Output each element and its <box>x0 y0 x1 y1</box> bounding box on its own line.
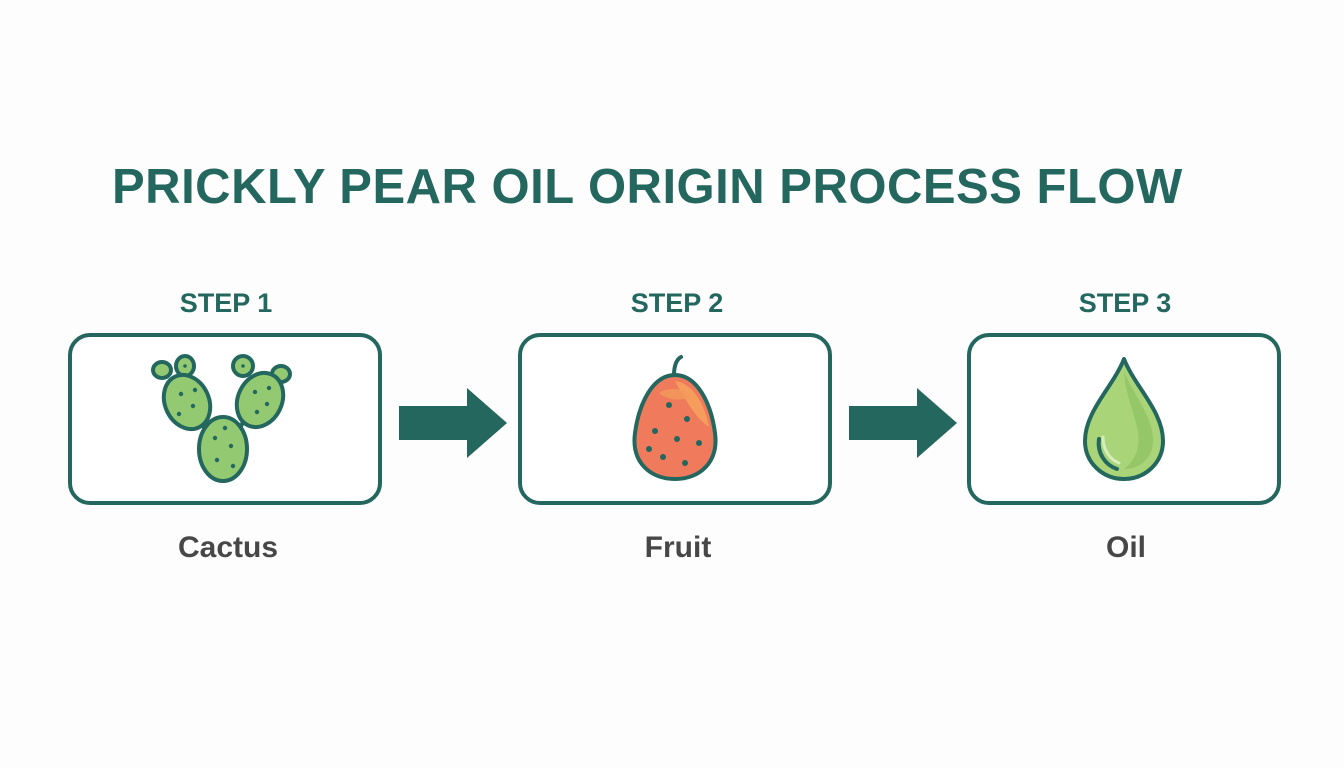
step-1-caption: Cactus <box>177 531 279 564</box>
step-2-caption: Fruit <box>644 531 712 564</box>
step-3-caption: Oil <box>1105 531 1146 564</box>
step-1-box <box>68 333 382 505</box>
step-3-label: STEP 3 <box>1078 288 1172 318</box>
cactus-icon <box>145 354 305 484</box>
oil-drop-icon <box>1079 355 1169 483</box>
step-3-box <box>967 333 1281 505</box>
step-2-label: STEP 2 <box>630 288 724 318</box>
arrow-right-icon <box>849 388 957 458</box>
step-1-label: STEP 1 <box>179 288 273 318</box>
arrow-right-icon <box>399 388 507 458</box>
diagram-title: PRICKLY PEAR OIL ORIGIN PROCESS FLOW <box>112 160 1183 214</box>
prickly-pear-fruit-icon <box>625 353 725 485</box>
step-2-box <box>518 333 832 505</box>
